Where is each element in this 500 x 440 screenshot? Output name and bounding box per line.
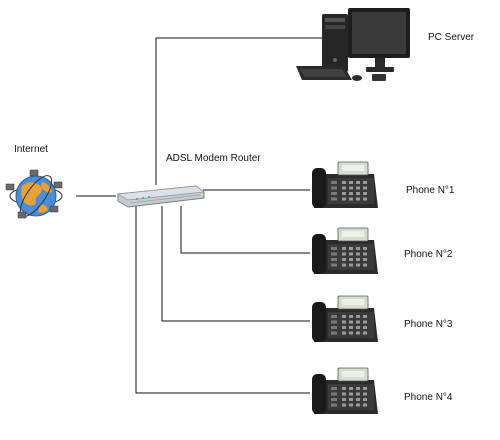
internet-label: Internet bbox=[14, 144, 48, 155]
router-label: ADSL Modem Router bbox=[166, 153, 261, 164]
phone-4-label: Phone N°4 bbox=[404, 392, 453, 403]
phone-2-label: Phone N°2 bbox=[404, 249, 453, 260]
pc-server-label: PC Server bbox=[428, 32, 475, 43]
line-router-to-pc-server bbox=[155, 37, 322, 185]
phone-3-icon bbox=[312, 295, 378, 342]
phones-group bbox=[312, 161, 378, 414]
line-router-to-phone-2 bbox=[180, 206, 310, 254]
connection-lines bbox=[76, 37, 322, 394]
adsl-router-icon bbox=[116, 185, 205, 208]
phone-3-label: Phone N°3 bbox=[404, 319, 453, 330]
line-router-to-phone-4 bbox=[135, 206, 310, 394]
phone-4-icon bbox=[312, 367, 378, 414]
pc-server-icon bbox=[296, 8, 410, 81]
phone-1-label: Phone N°1 bbox=[406, 185, 455, 196]
phone-2-icon bbox=[312, 227, 378, 274]
internet-globe-icon bbox=[5, 169, 63, 219]
phone-1-icon bbox=[312, 161, 378, 208]
line-router-to-phone-3 bbox=[161, 206, 310, 322]
